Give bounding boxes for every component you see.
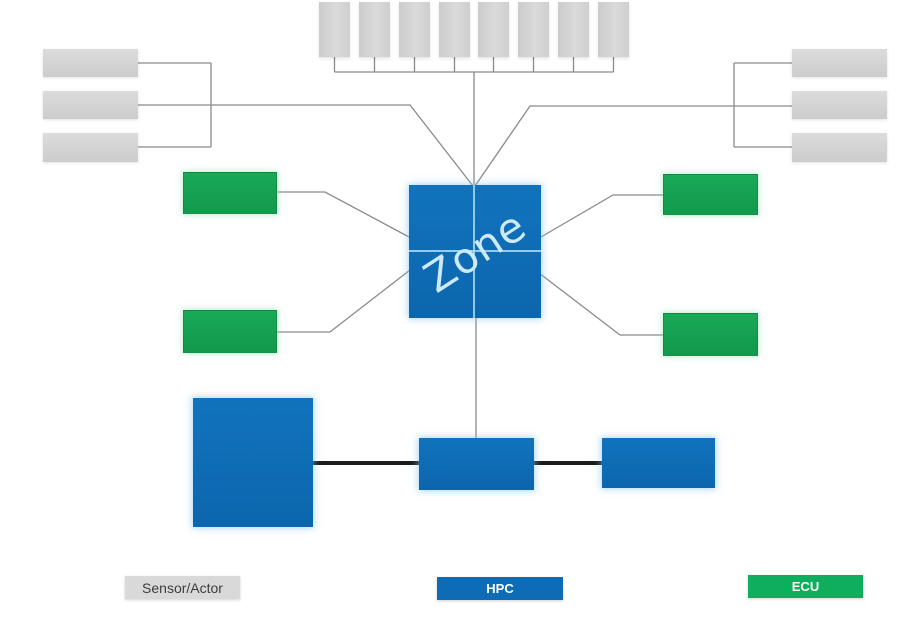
- right-sensor-3: [792, 133, 887, 162]
- zone-horizontal-guide: [409, 250, 541, 252]
- right-sensor-1: [792, 49, 887, 77]
- left-sensor-3: [43, 133, 138, 162]
- top-sensor-pin-1: [319, 2, 350, 57]
- ecu-bottom-right: [663, 313, 758, 356]
- left-sensor-bus: [137, 62, 474, 187]
- top-sensor-pin-7: [558, 2, 589, 57]
- right-sensor-bus: [474, 62, 792, 187]
- ecu-top-right: [663, 174, 758, 215]
- legend-ecu: ECU: [748, 575, 863, 598]
- hpc-center: [419, 438, 534, 490]
- hpc-large: [193, 398, 313, 527]
- top-sensor-pin-5: [478, 2, 509, 57]
- top-sensor-pin-2: [359, 2, 390, 57]
- top-sensor-pin-3: [399, 2, 430, 57]
- hpc-right: [602, 438, 715, 488]
- top-sensor-pin-6: [518, 2, 549, 57]
- legend-sensor-actor: Sensor/Actor: [125, 576, 240, 599]
- ecu-bottom-left: [183, 310, 277, 353]
- zone-controller: Zone: [409, 185, 541, 318]
- ecu-top-left: [183, 172, 277, 214]
- right-sensor-2: [792, 91, 887, 119]
- legend-hpc: HPC: [437, 577, 563, 600]
- top-sensor-bus: [333, 57, 615, 185]
- left-sensor-2: [43, 91, 138, 119]
- top-sensor-pin-4: [439, 2, 470, 57]
- left-sensor-1: [43, 49, 138, 77]
- top-sensor-pin-8: [598, 2, 629, 57]
- ecu-links: [277, 191, 663, 336]
- zone-label: Zone: [415, 200, 535, 303]
